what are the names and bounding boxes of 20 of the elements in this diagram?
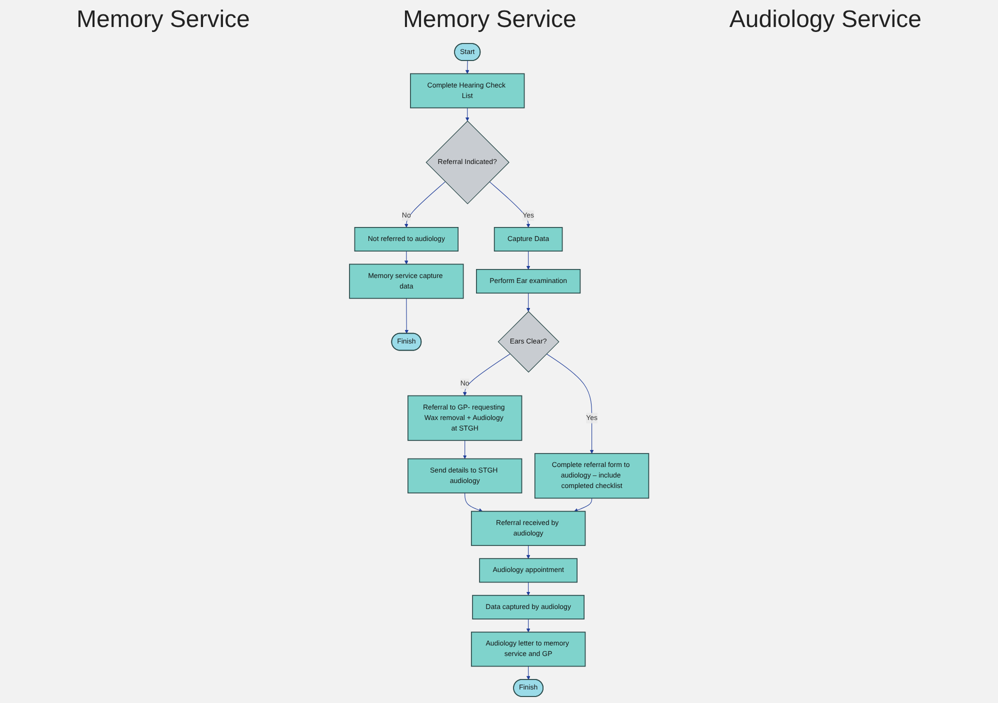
arrow	[489, 181, 530, 228]
arrow	[574, 498, 592, 512]
column-heading: Memory Service	[76, 6, 250, 34]
arrow	[526, 666, 530, 680]
arrow	[404, 181, 446, 228]
arrow	[526, 618, 530, 632]
arrow	[465, 60, 470, 74]
arrow	[526, 545, 530, 559]
arrow	[526, 582, 530, 596]
arrow	[404, 250, 408, 264]
arrow	[462, 354, 510, 396]
arrow	[464, 492, 483, 512]
arrow	[526, 292, 530, 312]
column-heading: Audiology Service	[729, 6, 922, 34]
column-heading: Memory Service	[402, 6, 576, 34]
arrow	[462, 440, 467, 459]
arrow	[465, 108, 470, 122]
arrow	[404, 298, 408, 334]
arrow	[526, 250, 530, 270]
arrow	[546, 354, 594, 454]
